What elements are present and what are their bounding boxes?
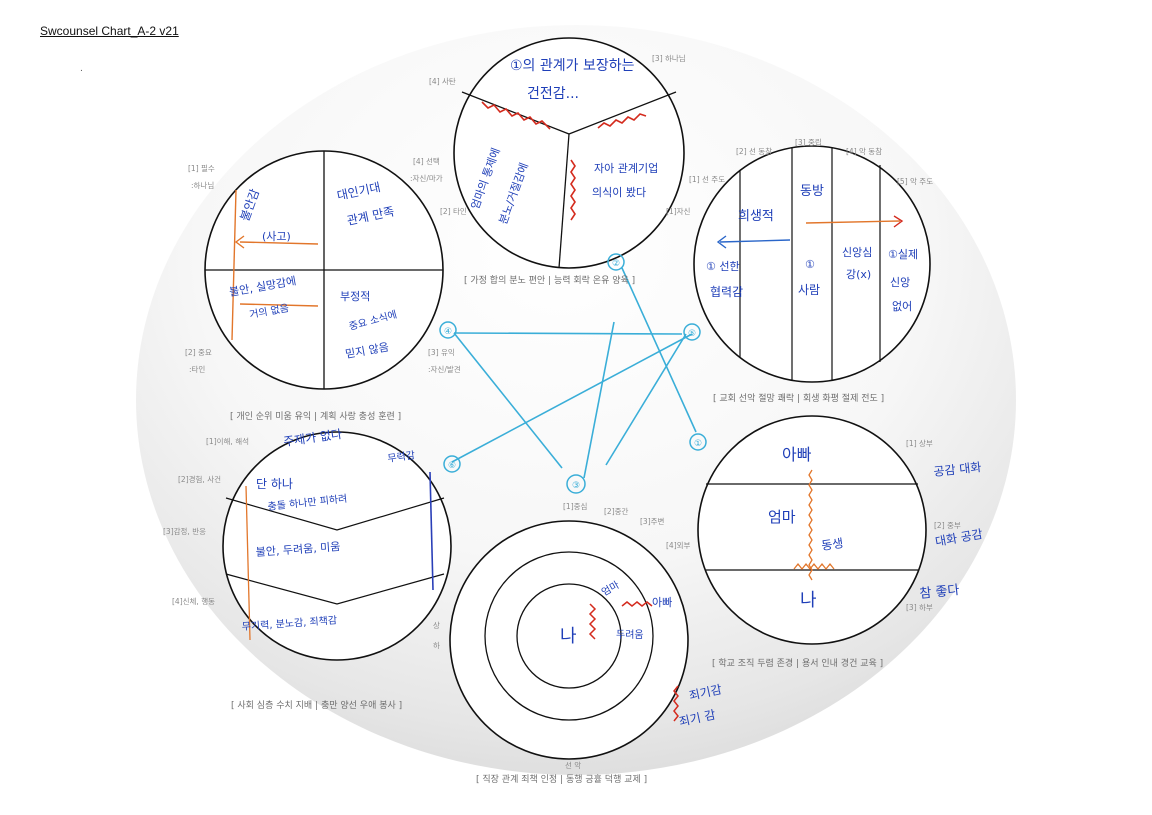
node-mark-5: ⑤ bbox=[688, 329, 696, 339]
hw-lb-3: 단 하나 bbox=[256, 477, 293, 491]
label-lb-3: [3]감정, 반응 bbox=[163, 527, 206, 536]
label-b-down: 하 bbox=[433, 641, 440, 650]
hw-rt-8: 강(x) bbox=[846, 268, 871, 281]
node-marks bbox=[439, 253, 707, 494]
hw-rt-10: 신앙 bbox=[890, 276, 910, 289]
hw-rt-11: 없어 bbox=[892, 300, 912, 313]
label-rb-2: [2] 중부 bbox=[934, 521, 961, 530]
hw-rb-5: 공감 대화 bbox=[933, 460, 982, 479]
hw-rt-5: ① bbox=[805, 258, 815, 271]
hw-rt-6: 사람 bbox=[798, 283, 820, 297]
left-bottom-circle: 주제가 없다 무력감 단 하나 충돌 하나만 피하려 불안, 두려움, 미움 무… bbox=[222, 427, 452, 661]
caption-right-top: [ 교회 선악 절망 쾌락 | 회생 화평 절제 전도 ] bbox=[713, 394, 885, 404]
hw-rb-3: 동생 bbox=[820, 536, 844, 553]
hw-top-5: 자아 관계기업 bbox=[594, 162, 658, 175]
connection-lines bbox=[451, 267, 697, 479]
hw-rt-4: 협력감 bbox=[710, 285, 743, 299]
label-lt-2b: :타인 bbox=[189, 365, 206, 374]
label-top-self: [1]자신 bbox=[666, 207, 691, 216]
label-rt-2: [2] 선 동참 bbox=[736, 147, 773, 156]
label-top-others: [2] 타인 bbox=[440, 207, 467, 216]
caption-bottom: [ 직장 관계 죄책 인정 | 동행 긍휼 덕행 교제 ] bbox=[476, 775, 648, 785]
hw-lb-2: 무력감 bbox=[387, 449, 416, 465]
label-b-good-evil: 선 악 bbox=[565, 761, 582, 770]
hw-top-1: ①의 관계가 보장하는 bbox=[510, 58, 635, 74]
label-b-1: [1]중심 bbox=[563, 502, 588, 511]
caption-left-top: [ 개인 순위 미움 유익 | 계획 사랑 충성 훈련 ] bbox=[230, 412, 402, 422]
node-mark-2: ② bbox=[612, 259, 620, 269]
hw-lt-7: 부정적 bbox=[340, 290, 370, 303]
label-lt-1b: :하나님 bbox=[191, 181, 215, 190]
label-lb-4: [4]신체, 행동 bbox=[172, 597, 215, 606]
label-lt-4: [4] 선택 bbox=[413, 157, 440, 166]
node-mark-6: ⑥ bbox=[448, 461, 456, 471]
hw-top-6: 의식이 봤다 bbox=[592, 186, 646, 199]
hw-top-2: 건전감... bbox=[527, 86, 579, 102]
hw-b-1: 나 bbox=[560, 626, 577, 647]
top-circle: ①의 관계가 보장하는 건전감... 엄마의 통제에 분노/거절감에 자아 관계… bbox=[453, 37, 685, 269]
hw-rb-1: 아빠 bbox=[782, 445, 812, 464]
label-rt-3: [3] 중립 bbox=[795, 138, 822, 147]
subtitle-mark: . bbox=[80, 64, 83, 74]
label-rt-1: [1] 선 주도 bbox=[689, 175, 726, 184]
label-b-4: [4]외부 bbox=[666, 541, 691, 550]
hw-rt-7: 신앙심 bbox=[842, 246, 872, 259]
hw-b-5: 죄기감 bbox=[688, 682, 723, 703]
hw-rt-9: ①실제 bbox=[888, 248, 918, 261]
node-mark-3: ③ bbox=[572, 481, 580, 491]
label-lt-1: [1] 필수 bbox=[188, 164, 215, 173]
hw-rb-7: 참 좋다 bbox=[919, 583, 960, 602]
label-rb-3: [3] 하부 bbox=[906, 603, 933, 612]
hw-rb-4: 나 bbox=[800, 590, 817, 611]
hw-b-3: 아빠 bbox=[652, 596, 672, 609]
caption-right-bottom: [ 학교 조직 두렴 존경 | 용서 인내 경건 교육 ] bbox=[712, 659, 884, 669]
label-rb-1: [1] 상부 bbox=[906, 439, 933, 448]
label-lb-1: [1]이해, 해석 bbox=[206, 437, 249, 446]
left-top-circle: 불안감 (사고) 대인기대 관계 만족 불안, 실망감에 거의 없음 부정적 중… bbox=[204, 150, 444, 390]
node-mark-4: ④ bbox=[444, 327, 452, 337]
hw-b-4: 두려움 bbox=[616, 629, 644, 641]
label-rt-4: [4] 악 동참 bbox=[846, 147, 883, 156]
label-lt-3b: :자신/발견 bbox=[428, 365, 461, 374]
label-lt-2: [2] 중요 bbox=[185, 348, 212, 357]
node-mark-1: ① bbox=[694, 439, 702, 449]
hw-rt-2: 희생적 bbox=[738, 209, 774, 224]
right-top-circle: 동방 희생적 ① 선한 협력감 ① 사람 신앙심 강(x) ①실제 신앙 없어 bbox=[693, 145, 931, 383]
label-lt-3: [3] 유익 bbox=[428, 348, 455, 357]
label-lt-4b: :자신/마가 bbox=[410, 174, 443, 183]
label-b-3: [3]주변 bbox=[640, 517, 665, 526]
label-lb-2: [2]경험, 사건 bbox=[178, 475, 221, 484]
label-top-god: [3] 하나님 bbox=[652, 54, 686, 63]
hw-rt-3: ① 선한 bbox=[706, 260, 740, 273]
label-rt-5: [5] 악 주도 bbox=[897, 177, 934, 186]
caption-top: [ 가정 합의 분노 편안 | 능력 회락 온유 양육 ] bbox=[464, 276, 636, 286]
bottom-circle: 나 엄마 아빠 두려움 죄기감 죄기 감 bbox=[449, 520, 723, 760]
hw-lb-5: 불안, 두려움, 미움 bbox=[255, 540, 341, 559]
chart-title: Swcounsel Chart_A-2 v21 bbox=[40, 24, 179, 38]
hw-rt-1: 동방 bbox=[800, 184, 824, 199]
caption-left-bottom: [ 사회 심층 수치 지배 | 충만 양선 우애 봉사 ] bbox=[231, 701, 403, 711]
hw-rb-2: 엄마 bbox=[768, 508, 796, 526]
right-bottom-circle: 아빠 엄마 동생 나 공감 대화 대화 공감 참 좋다 bbox=[697, 415, 984, 645]
label-top-satan: [4] 사탄 bbox=[429, 77, 456, 86]
label-b-2: [2]중간 bbox=[604, 507, 629, 516]
label-b-up: 상 bbox=[433, 621, 440, 630]
hw-lt-2: (사고) bbox=[262, 230, 291, 243]
